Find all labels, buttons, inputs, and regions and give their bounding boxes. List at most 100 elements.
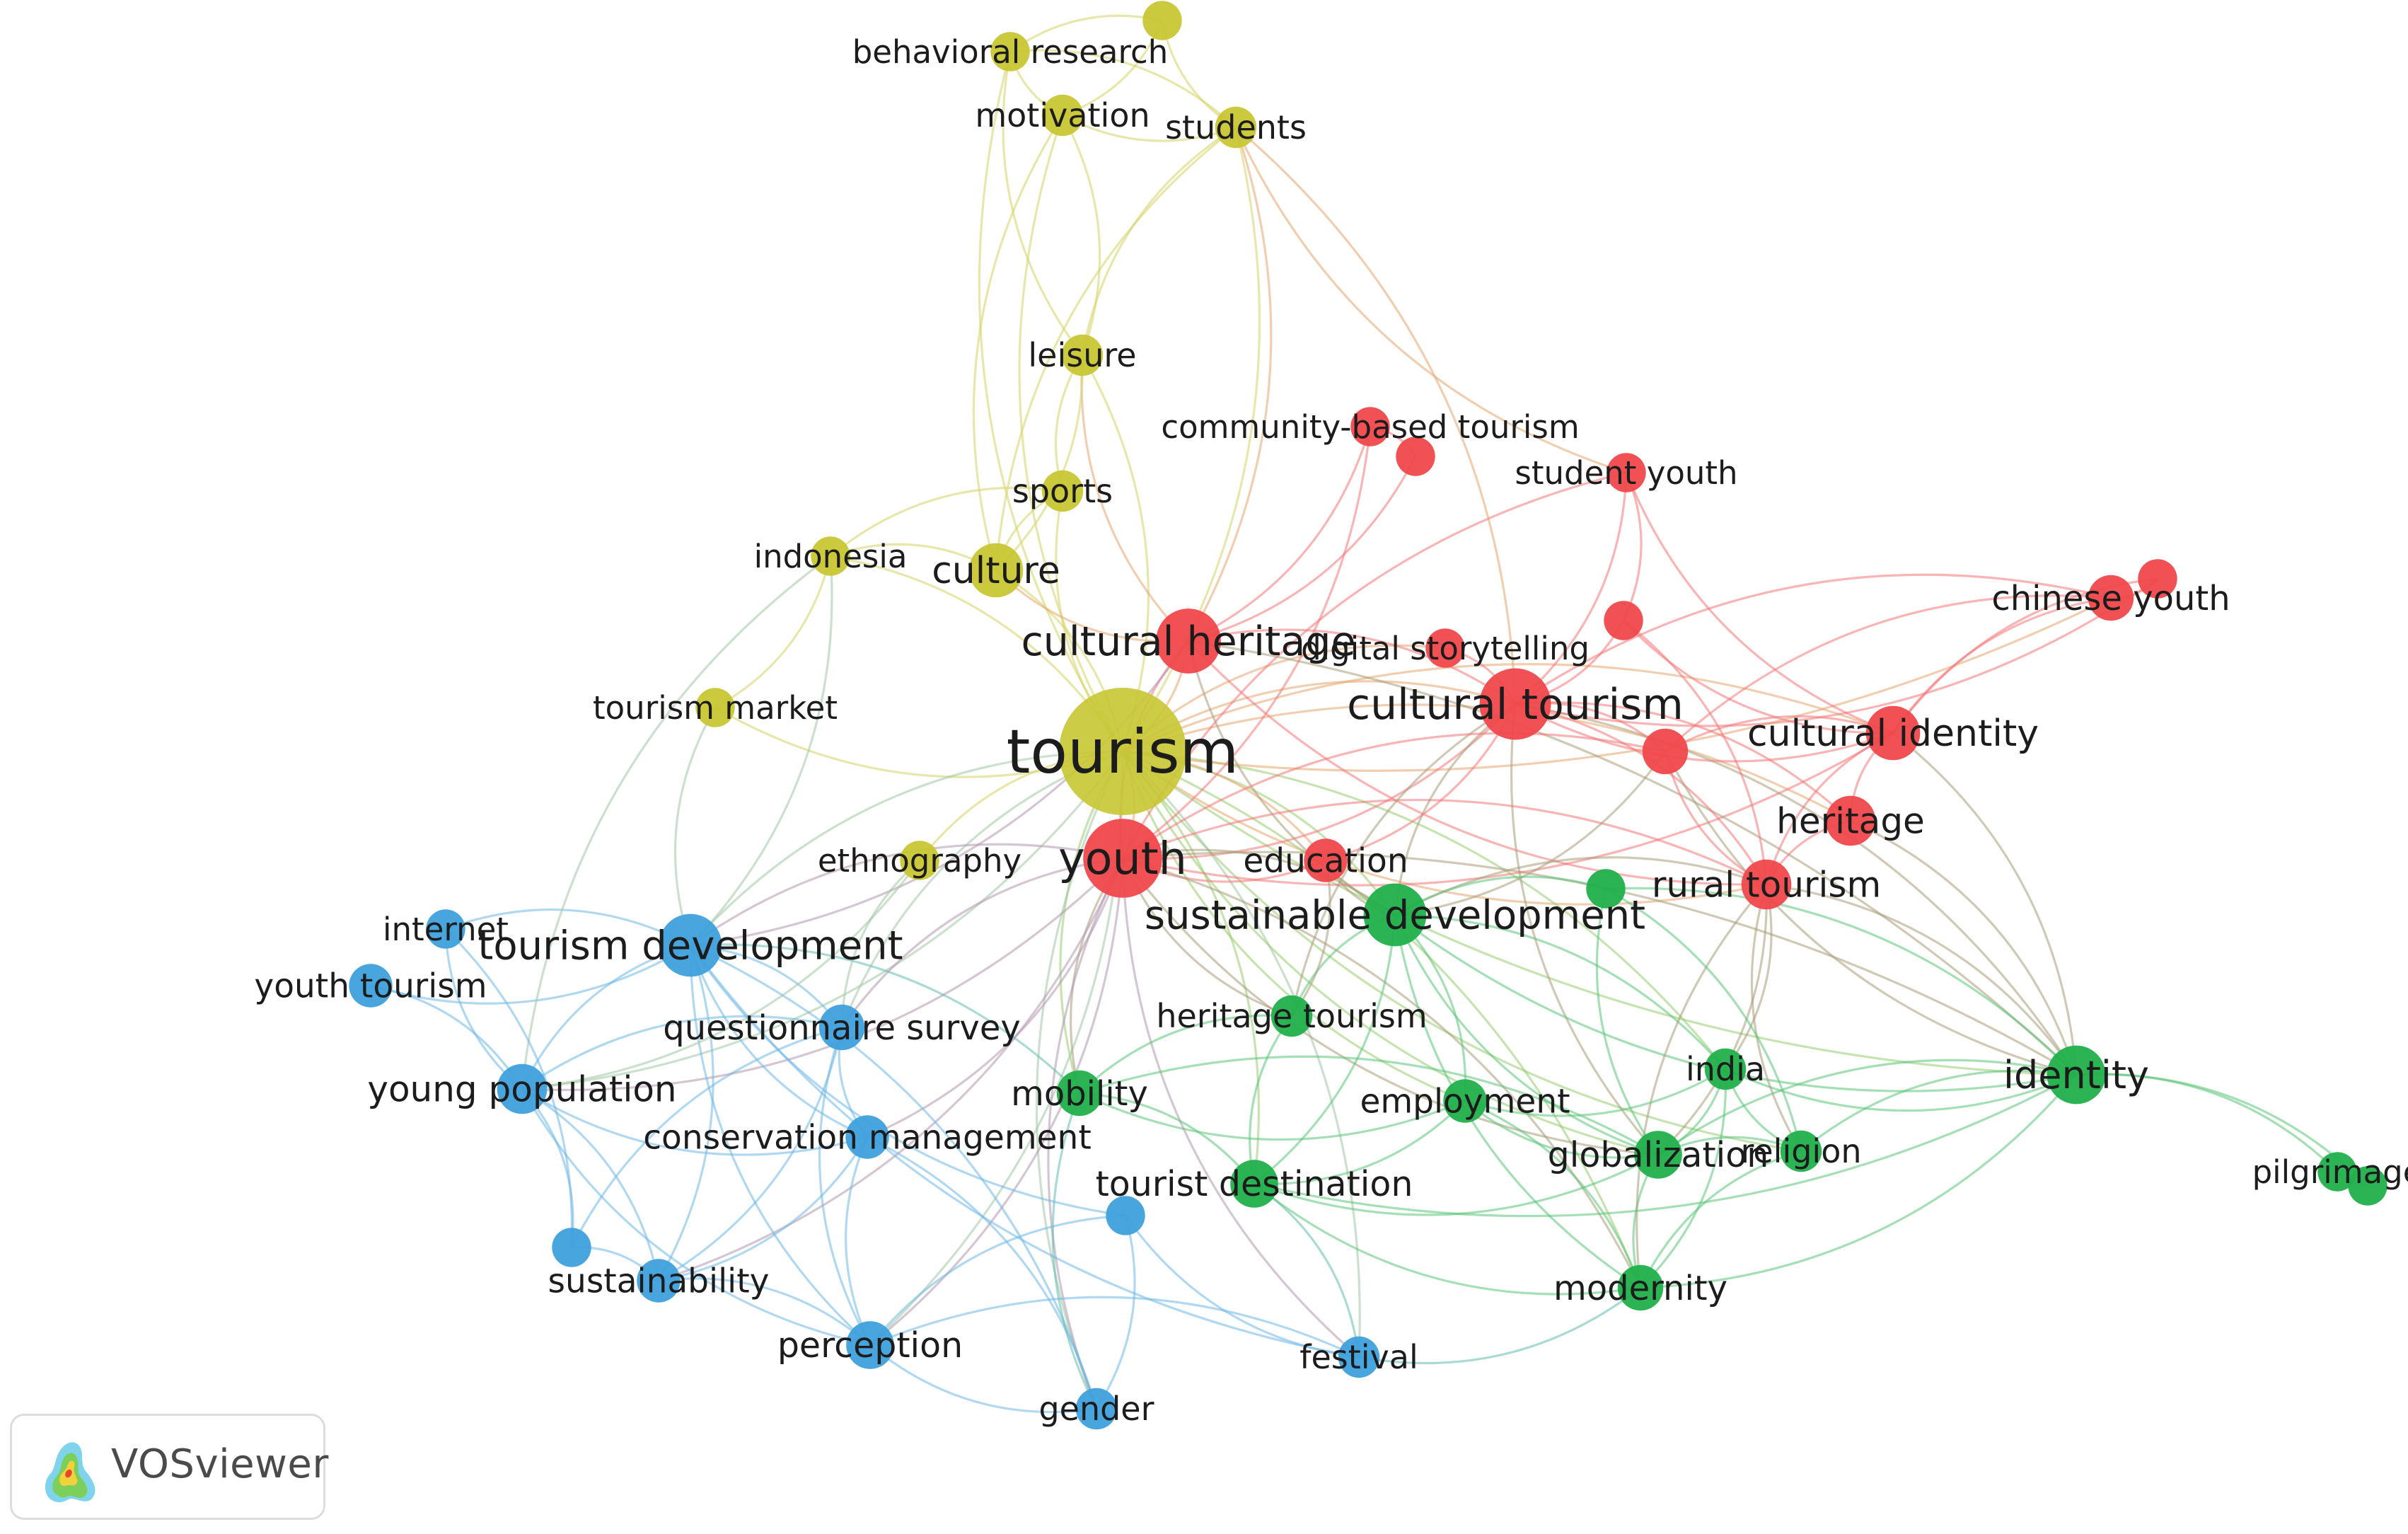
network-edge bbox=[1625, 472, 1894, 734]
network-edge bbox=[1187, 127, 1273, 642]
network-edge bbox=[521, 1015, 843, 1090]
tourism-market-node[interactable] bbox=[695, 688, 735, 727]
globalization-node[interactable] bbox=[1634, 1131, 1682, 1179]
questionnaire-survey-label: questionnaire survey bbox=[663, 1008, 1021, 1048]
indonesia-node[interactable] bbox=[811, 536, 850, 576]
perception-label: perception bbox=[777, 1325, 963, 1366]
network-edge bbox=[1595, 888, 1660, 1155]
network-edge bbox=[978, 51, 1124, 752]
student-youth-node[interactable] bbox=[1607, 453, 1646, 492]
network-edge bbox=[1639, 1068, 1727, 1289]
node-layer bbox=[349, 1, 2387, 1430]
network-edge bbox=[1188, 456, 1417, 642]
network-edge bbox=[1062, 114, 1237, 142]
cultural-identity-node[interactable] bbox=[1865, 705, 1921, 761]
heritage-node[interactable] bbox=[1825, 795, 1876, 846]
unlabeled-node[interactable] bbox=[1142, 1, 1182, 40]
network-edge bbox=[1394, 751, 1667, 916]
network-edge bbox=[1121, 751, 1466, 1102]
network-edge bbox=[1394, 914, 1659, 1156]
network-edge bbox=[867, 1136, 1098, 1409]
tourist-destination-label: tourist destination bbox=[1096, 1164, 1413, 1204]
youth-node[interactable] bbox=[1083, 819, 1162, 898]
cultural-heritage-node[interactable] bbox=[1156, 609, 1221, 674]
network-edge bbox=[521, 1088, 660, 1281]
perception-node[interactable] bbox=[846, 1321, 894, 1369]
chinese-youth-node[interactable] bbox=[2088, 575, 2134, 621]
network-edge bbox=[1254, 1182, 1360, 1358]
heritage-tourism-node[interactable] bbox=[1270, 995, 1313, 1037]
vosviewer-badge: VOSviewer bbox=[10, 1414, 328, 1520]
network-edge bbox=[1636, 883, 1768, 1288]
rural-tourism-node[interactable] bbox=[1741, 859, 1792, 910]
tourism-node[interactable] bbox=[1059, 688, 1186, 815]
education-node[interactable] bbox=[1304, 838, 1348, 882]
tourism-development-node[interactable] bbox=[659, 913, 722, 977]
unlabeled-node[interactable] bbox=[552, 1228, 591, 1267]
conservation-management-node[interactable] bbox=[845, 1115, 889, 1159]
modernity-label: modernity bbox=[1553, 1269, 1727, 1308]
gender-node[interactable] bbox=[1075, 1388, 1118, 1430]
unlabeled-node[interactable] bbox=[1586, 869, 1626, 909]
ethnography-node[interactable] bbox=[900, 841, 939, 880]
modernity-node[interactable] bbox=[1617, 1264, 1664, 1311]
festival-label: festival bbox=[1299, 1338, 1418, 1376]
network-edge bbox=[1605, 887, 2078, 1076]
network-edge bbox=[1358, 1286, 1641, 1365]
unlabeled-node[interactable] bbox=[2348, 1166, 2387, 1206]
mobility-node[interactable] bbox=[1056, 1070, 1103, 1117]
network-edge bbox=[1254, 914, 1396, 1185]
sustainable-development-label: sustainable development bbox=[1145, 893, 1645, 939]
network-edge bbox=[521, 860, 921, 1090]
india-node[interactable] bbox=[1704, 1048, 1747, 1090]
culture-node[interactable] bbox=[968, 543, 1024, 598]
religion-node[interactable] bbox=[1780, 1130, 1822, 1172]
youth-label: youth bbox=[1058, 832, 1187, 884]
network-edge bbox=[1121, 750, 1260, 1184]
unlabeled-node[interactable] bbox=[1106, 1196, 1145, 1235]
questionnaire-survey-node[interactable] bbox=[818, 1004, 865, 1051]
network-edge bbox=[1515, 577, 2158, 727]
leisure-node[interactable] bbox=[1061, 334, 1104, 376]
network-edge bbox=[1002, 51, 1084, 356]
youth-tourism-node[interactable] bbox=[349, 964, 393, 1008]
young-population-node[interactable] bbox=[497, 1063, 548, 1114]
network-edge bbox=[995, 126, 1237, 571]
identity-label: identity bbox=[2003, 1053, 2149, 1097]
network-edge bbox=[829, 486, 1063, 558]
festival-node[interactable] bbox=[1338, 1336, 1380, 1378]
unlabeled-node[interactable] bbox=[1396, 437, 1435, 476]
unlabeled-node[interactable] bbox=[2138, 559, 2177, 599]
network-edge bbox=[1188, 640, 2078, 1076]
identity-node[interactable] bbox=[2047, 1045, 2106, 1105]
network-edge bbox=[1657, 1059, 2077, 1156]
network-edge bbox=[840, 859, 921, 1028]
conservation-management-label: conservation management bbox=[643, 1118, 1092, 1157]
network-edge bbox=[1122, 750, 1642, 1288]
cultural-tourism-node[interactable] bbox=[1479, 668, 1551, 740]
network-edge bbox=[1051, 1092, 1098, 1409]
network-edge bbox=[689, 750, 1123, 947]
sports-node[interactable] bbox=[1041, 470, 1084, 512]
internet-node[interactable] bbox=[426, 909, 465, 949]
network-edge bbox=[1605, 887, 1802, 1152]
motivation-label: motivation bbox=[975, 96, 1150, 134]
unlabeled-node[interactable] bbox=[1604, 601, 1643, 640]
network-edge bbox=[1253, 1182, 1641, 1296]
students-node[interactable] bbox=[1215, 106, 1257, 149]
tourist-destination-node[interactable] bbox=[1230, 1160, 1278, 1208]
network-edge bbox=[1394, 914, 1641, 1289]
employment-node[interactable] bbox=[1443, 1079, 1487, 1123]
digital-storytelling-node[interactable] bbox=[1425, 628, 1465, 668]
unlabeled-node[interactable] bbox=[1642, 728, 1689, 775]
network-edge bbox=[1187, 640, 1767, 886]
behavioral-research-node[interactable] bbox=[990, 32, 1030, 71]
sustainability-node[interactable] bbox=[637, 1259, 681, 1303]
pilgrimage-node[interactable] bbox=[2317, 1152, 2357, 1192]
network-edge bbox=[1665, 715, 1894, 753]
motivation-node[interactable] bbox=[1041, 94, 1084, 137]
network-edge bbox=[370, 944, 691, 1005]
sustainable-development-node[interactable] bbox=[1363, 883, 1427, 947]
community-based-tourism-node[interactable] bbox=[1350, 407, 1390, 446]
